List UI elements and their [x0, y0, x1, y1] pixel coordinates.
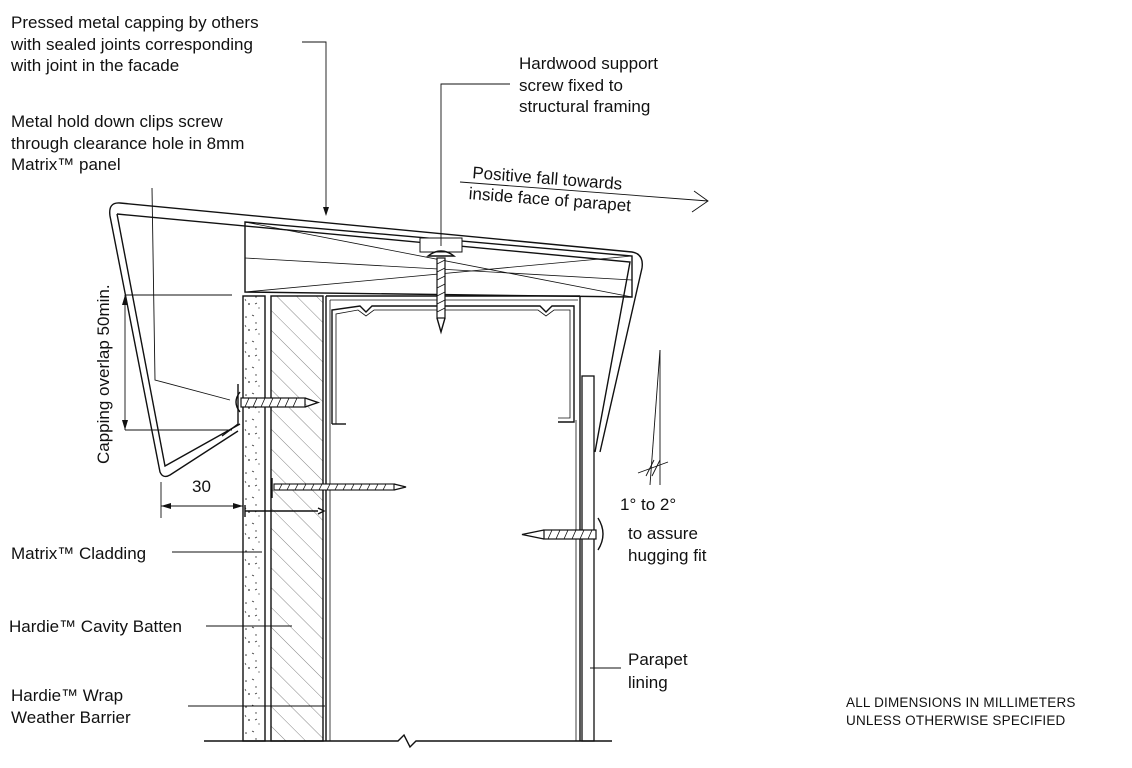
clips-label-line-3: Matrix™ panel [11, 155, 121, 174]
dimension-30-label: 30 [192, 477, 211, 496]
clip-screw [235, 391, 321, 413]
steel-framing [325, 295, 581, 741]
slope-label-line-1: 1° to 2° [620, 495, 676, 514]
batten-label: Hardie™ Cavity Batten [9, 617, 182, 636]
slope-label-line-3: hugging fit [628, 546, 707, 565]
overlap-label: Capping overlap 50min. [94, 284, 113, 464]
cladding-nail [244, 505, 326, 517]
lining-label: Parapet lining [628, 650, 688, 692]
hardwood-label-line-2: screw fixed to [519, 76, 623, 95]
capping-label-line-2: with sealed joints corresponding [10, 35, 253, 54]
dimensions-note-line-2: UNLESS OTHERWISE SPECIFIED [846, 713, 1066, 728]
hardwood-label-line-1: Hardwood support [519, 54, 658, 73]
capping-label: Pressed metal capping by others with sea… [10, 13, 259, 75]
wrap-label-line-2: Weather Barrier [11, 708, 131, 727]
clips-label: Metal hold down clips screw through clea… [11, 112, 244, 174]
capping-label-line-3: with joint in the facade [10, 56, 179, 75]
hold-down-clip [221, 384, 239, 437]
break-line [204, 733, 612, 749]
dimensions-note: ALL DIMENSIONS IN MILLIMETERS UNLESS OTH… [846, 695, 1076, 728]
dimension-30 [160, 482, 243, 518]
lining-screw [521, 517, 604, 551]
clips-label-line-2: through clearance hole in 8mm [11, 134, 244, 153]
cladding-label: Matrix™ Cladding [11, 544, 146, 563]
fall-arrow [459, 181, 709, 213]
wrap-label: Hardie™ Wrap Weather Barrier [11, 686, 131, 727]
slope-label: 1° to 2° to assure hugging fit [620, 495, 707, 565]
batten-fixing-nail [271, 478, 407, 498]
lining-label-line-2: lining [628, 673, 668, 692]
hardwood-support-screw [425, 250, 457, 335]
hardwood-label: Hardwood support screw fixed to structur… [519, 54, 658, 116]
lining-label-line-1: Parapet [628, 650, 688, 669]
hardwood-label-line-3: structural framing [519, 97, 650, 116]
cavity-batten [270, 295, 324, 742]
dimensions-note-line-1: ALL DIMENSIONS IN MILLIMETERS [846, 695, 1076, 710]
slope-indicator [637, 349, 669, 486]
parapet-lining [581, 375, 595, 742]
metal-capping [109, 202, 643, 478]
capping-label-line-1: Pressed metal capping by others [11, 13, 259, 32]
wrap-label-line-1: Hardie™ Wrap [11, 686, 123, 705]
leader-lines [151, 41, 621, 707]
clips-label-line-1: Metal hold down clips screw [11, 112, 223, 131]
slope-label-line-2: to assure [628, 524, 698, 543]
overlap-dimension [122, 294, 232, 431]
matrix-cladding-panel [242, 295, 266, 742]
